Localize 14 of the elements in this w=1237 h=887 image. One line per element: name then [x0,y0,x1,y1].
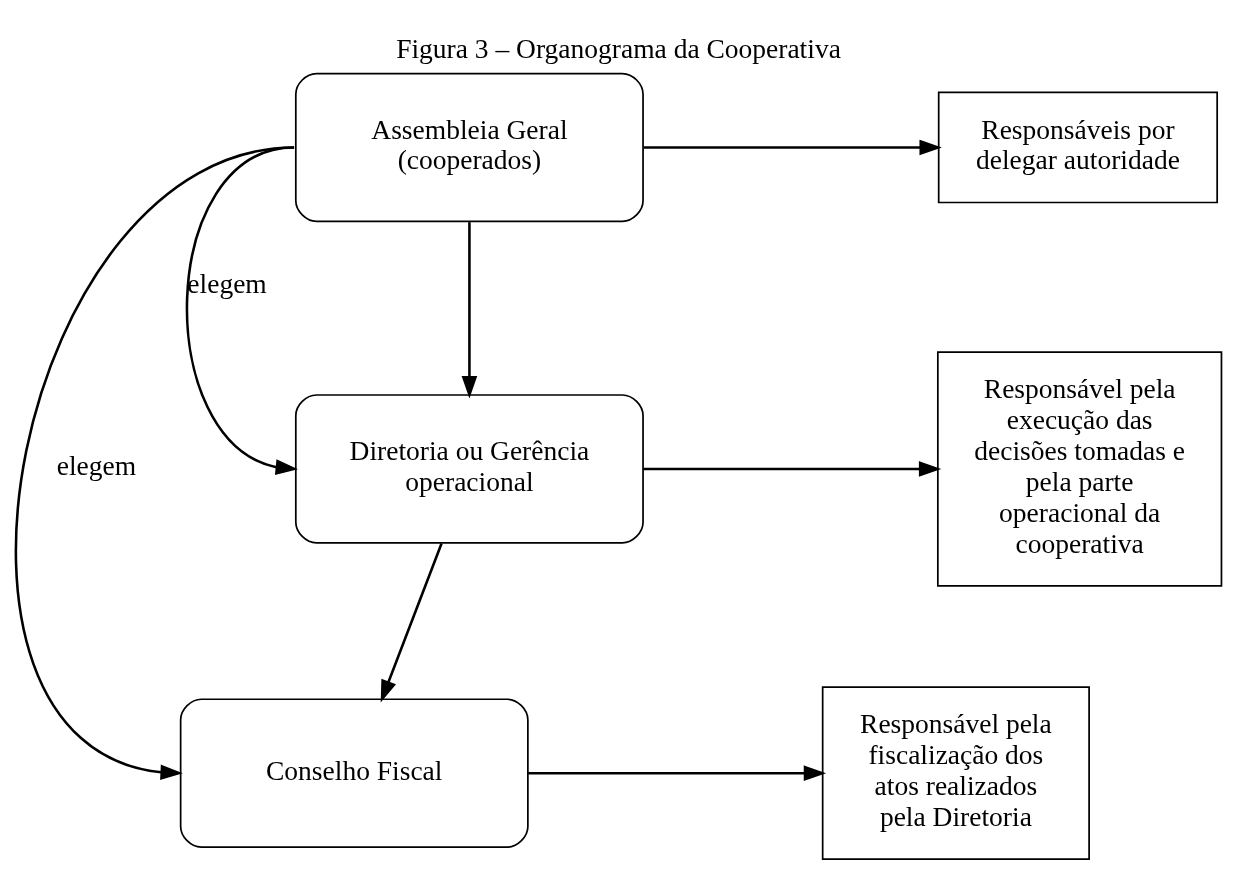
diagram-title: Figura 3 – Organograma da Cooperativa [396,32,841,64]
node-box: Responsável pela fiscalização dos atos realizados pela Diretoria [821,685,1090,860]
node-box: Assembleia Geral (cooperados) [294,72,644,222]
arrow [461,221,478,398]
arrow [380,542,443,702]
arrow [528,764,827,781]
arrow [643,460,942,477]
edge-label: elegem [56,449,137,481]
node-box: Diretoria ou Gerência operacional [294,393,644,544]
arrow [643,139,942,155]
node-box: Responsável pela execução das decisões tomadas e pela parte operacional da cooperativa [937,350,1223,587]
node-box: Conselho Fiscal [179,697,529,848]
node-box: Responsáveis por delegar autoridade [937,91,1218,203]
arrow [15,145,295,780]
